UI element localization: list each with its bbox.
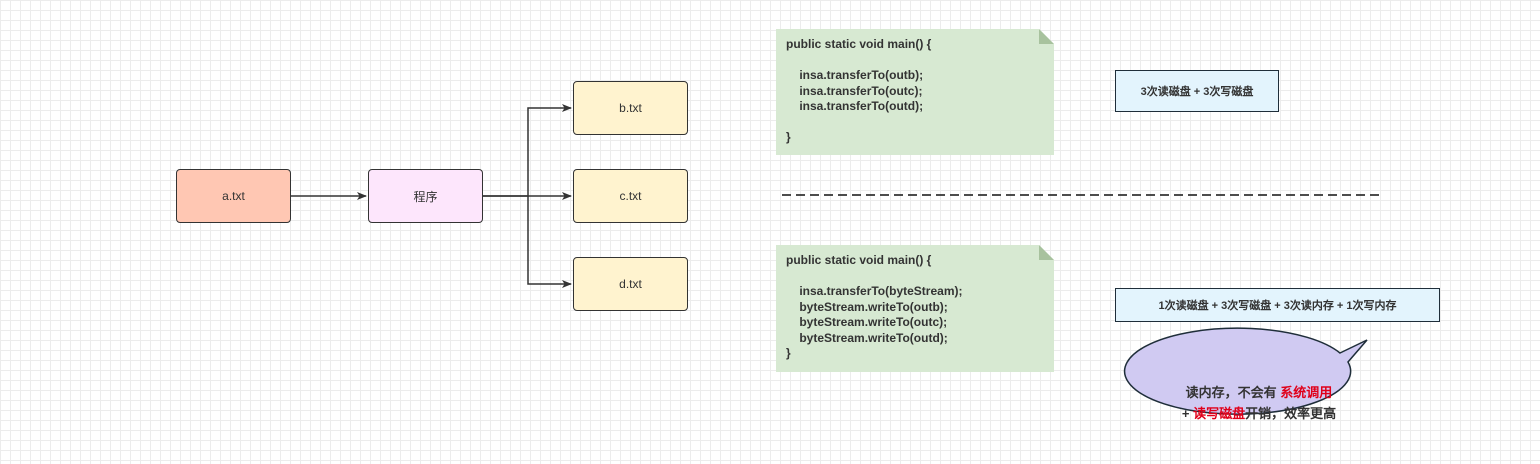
node-program[interactable]: 程序 [368,169,483,223]
code-line: insa.transferTo(outd); [786,99,924,113]
code-line: byteStream.writeTo(outb); [786,299,948,314]
bubble-line-1: 读内存，不会有 系统调用 [1186,382,1333,403]
node-a-txt[interactable]: a.txt [176,169,291,223]
code-line: insa.transferTo(outb); [786,68,924,82]
code-line: insa.transferTo(outc); [786,83,923,98]
code-line: public static void main() { [786,37,932,51]
bubble-text-plain: 读内存，不会有 [1185,385,1281,400]
code-line: byteStream.writeTo(outc); [786,315,948,329]
code-line [786,53,1044,69]
code-line: } [786,346,791,360]
code-line [786,269,1044,285]
cost-box-bytestream[interactable]: 1次读磁盘 + 3次写磁盘 + 3次读内存 + 1次写内存 [1115,288,1440,322]
node-d-txt[interactable]: d.txt [573,257,688,311]
note-fold-corner [1039,29,1054,44]
code-line: byteStream.writeTo(outd); [786,330,948,345]
code-note-direct[interactable]: public static void main() { insa.transfe… [776,29,1054,155]
bubble-highlight-syscall: 系统调用 [1280,385,1333,400]
bubble-text-plain: + [1181,406,1194,421]
note-fold-corner [1039,245,1054,260]
speech-bubble-text: 读内存，不会有 系统调用 + 读写磁盘开销，效率更高 [1146,372,1372,434]
code-line: public static void main() { [786,253,932,267]
node-b-txt[interactable]: b.txt [573,81,688,135]
bubble-highlight-disk: 读写磁盘 [1193,406,1246,421]
cost-box-direct[interactable]: 3次读磁盘 + 3次写磁盘 [1115,70,1279,112]
code-line [786,115,1044,131]
bubble-text-plain: 开销，效率更高 [1245,406,1337,421]
code-note-bytestream[interactable]: public static void main() { insa.transfe… [776,245,1054,372]
edge-program-to-d [527,196,572,288]
edge-program-to-b [483,104,572,197]
node-c-txt[interactable]: c.txt [573,169,688,223]
code-line: } [786,130,791,144]
code-line: insa.transferTo(byteStream); [786,284,963,298]
bubble-line-2: + 读写磁盘开销，效率更高 [1182,403,1336,424]
